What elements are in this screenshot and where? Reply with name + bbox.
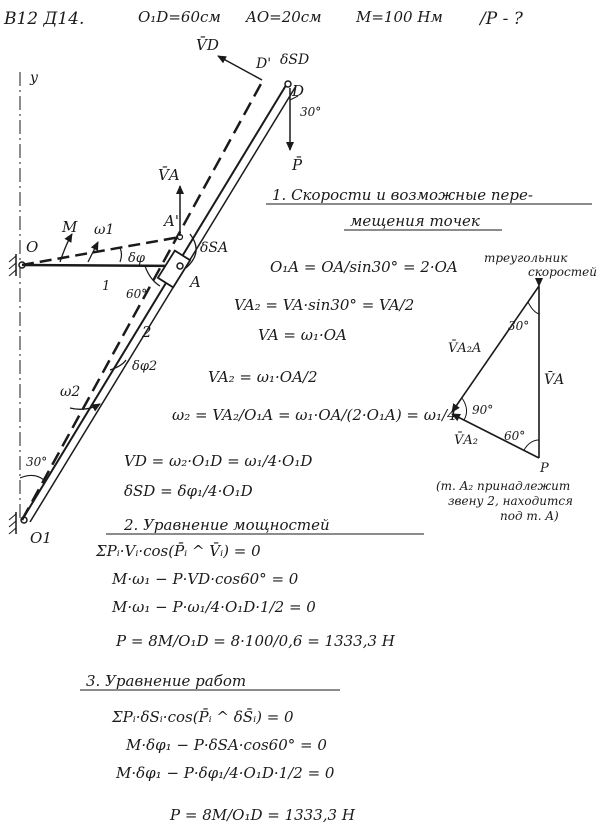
eq-o1a: O₁A = OA/sin30° = 2·OA xyxy=(270,258,458,276)
section-1-title-cont: мещения точек xyxy=(350,212,480,230)
triangle-va2a-side xyxy=(451,285,540,413)
eq-va2-omega: VA₂ = ω₁·OA/2 xyxy=(208,368,318,386)
link-1-label: 1 xyxy=(102,279,110,294)
note-line-3: под т. A) xyxy=(500,509,559,523)
eq-vd: VD = ω₂·O₁D = ω₁/4·O₁D xyxy=(124,452,312,470)
section-3-eq1: ΣPᵢ·δSᵢ·cos(P̄ᵢ ^ δS̄ᵢ) = 0 xyxy=(111,708,294,726)
support-o-icon xyxy=(8,254,17,277)
triangle-point-p: P xyxy=(539,461,549,476)
note-line-1: (т. A₂ принадлежит xyxy=(436,479,570,493)
eq-dsd: δSD = δφ₁/4·O₁D xyxy=(124,482,253,500)
note-line-2: звену 2, находится xyxy=(448,494,573,508)
link-2-label: 2 xyxy=(141,323,152,341)
y-axis-label: y xyxy=(29,70,39,86)
triangle-angle-90: 90° xyxy=(472,403,493,417)
triangle-title-2: скоростей xyxy=(528,265,597,279)
point-o1-label: O1 xyxy=(30,529,52,547)
dphi2-arc xyxy=(109,359,127,371)
point-a-prime-label: A' xyxy=(162,212,179,230)
omega2-label: ω2 xyxy=(60,384,80,400)
crank-oa xyxy=(21,263,182,268)
eq-omega2: ω₂ = VA₂/O₁A = ω₁·OA/(2·O₁A) = ω₁/4 xyxy=(172,406,457,424)
angle-30-label: 30° xyxy=(26,455,47,469)
angle-60-arc xyxy=(144,265,161,287)
dphi-arc xyxy=(119,247,123,263)
angle-60-label: 60° xyxy=(126,287,147,301)
given-od: O₁D=60см xyxy=(138,8,221,26)
section-2-title: 2. Уравнение мощностей xyxy=(123,516,330,534)
find-label: /P - ? xyxy=(478,9,524,29)
velocity-a-label: V̄A xyxy=(158,166,180,184)
section-3-eq3: M·δφ₁ − P·δφ₁/4·O₁D·1/2 = 0 xyxy=(115,764,335,782)
section-1-velocities: 1. Скорости и возможные пере- мещения то… xyxy=(124,186,592,500)
section-2-eq4: P = 8M/O₁D = 8·100/0,6 = 1333,3 Н xyxy=(115,632,396,650)
triangle-angle-90-arc xyxy=(461,397,468,421)
omega2-arrow-icon xyxy=(69,403,101,412)
triangle-angle-30: 30° xyxy=(508,319,529,333)
point-d-label: D xyxy=(291,82,304,100)
triangle-angle-30-arc xyxy=(527,301,540,315)
point-o-label: O xyxy=(26,238,38,256)
support-o1-icon xyxy=(8,512,17,535)
joint-a xyxy=(176,262,184,270)
ds-a-arc xyxy=(185,233,197,269)
triangle-title: треугольник xyxy=(484,251,568,265)
triangle-angle-60: 60° xyxy=(504,429,525,443)
omega1-arrow-icon xyxy=(87,241,99,263)
angle-d-label: 30° xyxy=(300,105,321,119)
variant-label: В12 Д14. xyxy=(3,9,84,29)
section-2-eq2: M·ω₁ − P·VD·cos60° = 0 xyxy=(111,570,299,588)
given-moment: M=100 Нм xyxy=(355,8,443,26)
section-2-eq1: ΣPᵢ·Vᵢ·cos(P̄ᵢ ^ V̄ᵢ) = 0 xyxy=(95,542,261,560)
rod-o1d-edge xyxy=(29,85,297,523)
section-3-work-equation: 3. Уравнение работ ΣPᵢ·δSᵢ·cos(P̄ᵢ ^ δS̄… xyxy=(80,672,356,824)
angle-30-arc xyxy=(19,474,45,481)
section-3-eq2: M·δφ₁ − P·δSA·cos60° = 0 xyxy=(125,736,327,754)
point-a-label: A xyxy=(188,273,201,291)
ds-a-label: δSA xyxy=(200,240,228,256)
velocity-triangle: треугольник скоростей 30° 90° 60° V̄A V̄… xyxy=(436,251,597,523)
dphi2-label: δφ2 xyxy=(132,359,157,374)
triangle-va2a-label: V̄A₂A xyxy=(448,340,481,356)
slider-block xyxy=(156,249,192,289)
given-ao: AO=20см xyxy=(244,8,322,26)
section-3-title: 3. Уравнение работ xyxy=(86,672,246,690)
triangle-va2-label: V̄A₂ xyxy=(454,432,478,448)
velocity-d-label: V̄D xyxy=(196,36,219,54)
moment-arrow-icon xyxy=(59,233,73,263)
section-2-eq3: M·ω₁ − P·ω₁/4·O₁D·1/2 = 0 xyxy=(111,598,316,616)
joint-d xyxy=(284,80,292,88)
triangle-va-label: V̄A xyxy=(544,370,564,388)
section-1-title: 1. Скорости и возможные пере- xyxy=(272,186,533,204)
section-3-eq4: P = 8M/O₁D = 1333,3 Н xyxy=(169,806,356,824)
triangle-angle-60-arc xyxy=(523,439,540,451)
ds-d-label: δSD xyxy=(280,52,309,68)
angle-d-tick xyxy=(289,95,299,101)
moment-label: M xyxy=(61,218,78,236)
rod-o1d xyxy=(21,81,289,521)
eq-va2: VA₂ = VA·sin30° = VA/2 xyxy=(234,296,414,314)
force-p-label: P̄ xyxy=(291,156,303,174)
eq-va: VA = ω₁·OA xyxy=(258,326,347,344)
dphi-label: δφ xyxy=(128,251,146,266)
point-d-prime-label: D' xyxy=(255,56,271,72)
crank-displaced-dashed xyxy=(21,235,181,267)
section-2-power-equation: 2. Уравнение мощностей ΣPᵢ·Vᵢ·cos(P̄ᵢ ^ … xyxy=(95,516,424,650)
mechanism-diagram: y O O1 A A' V xyxy=(8,36,321,547)
velocity-d-arrow xyxy=(217,55,263,81)
omega1-label: ω1 xyxy=(94,222,114,238)
triangle-va2-side xyxy=(451,413,540,459)
